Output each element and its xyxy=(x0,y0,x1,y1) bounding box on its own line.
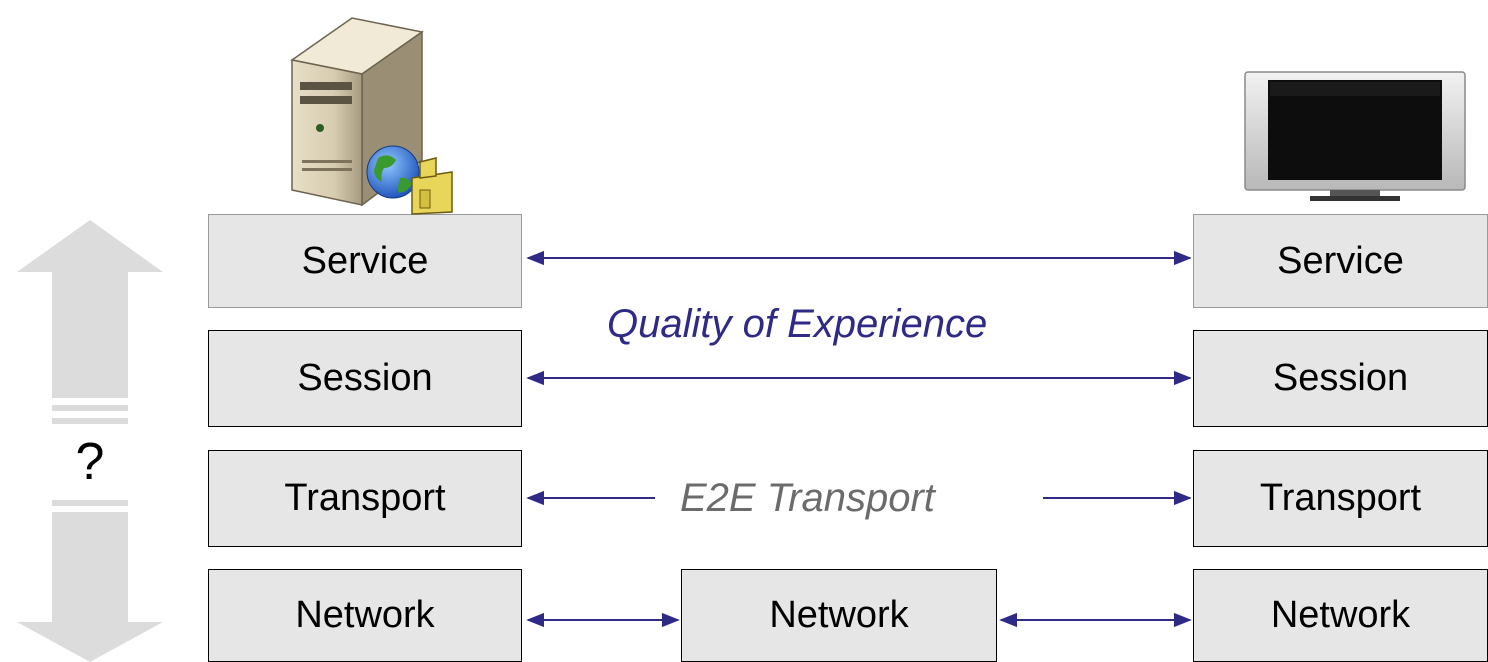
left-session-box: Session xyxy=(208,330,522,427)
double-vertical-arrow-icon xyxy=(17,220,163,662)
middle-network-box: Network xyxy=(681,569,997,662)
right-network-box: Network xyxy=(1193,569,1488,662)
right-service-label: Service xyxy=(1277,239,1404,282)
left-transport-label: Transport xyxy=(284,477,446,519)
qoe-label: Quality of Experience xyxy=(607,302,988,346)
middle-network-label: Network xyxy=(769,594,909,636)
right-service-box: Service xyxy=(1193,214,1488,308)
server-with-globe-icon xyxy=(290,17,453,215)
left-network-box: Network xyxy=(208,569,522,662)
left-service-box: Service xyxy=(208,214,522,308)
e2e-transport-label: E2E Transport xyxy=(680,476,935,520)
right-transport-label: Transport xyxy=(1259,477,1422,519)
left-transport-box: Transport xyxy=(208,450,522,547)
left-service-label: Service xyxy=(301,239,429,282)
right-session-label: Session xyxy=(1272,357,1409,399)
right-transport-box: Transport xyxy=(1193,450,1488,547)
flat-screen-tv-icon xyxy=(1244,71,1466,201)
right-session-box: Session xyxy=(1193,330,1488,427)
right-network-label: Network xyxy=(1270,594,1411,636)
left-network-label: Network xyxy=(295,594,435,636)
question-mark: ? xyxy=(75,433,105,491)
left-session-label: Session xyxy=(297,357,433,399)
